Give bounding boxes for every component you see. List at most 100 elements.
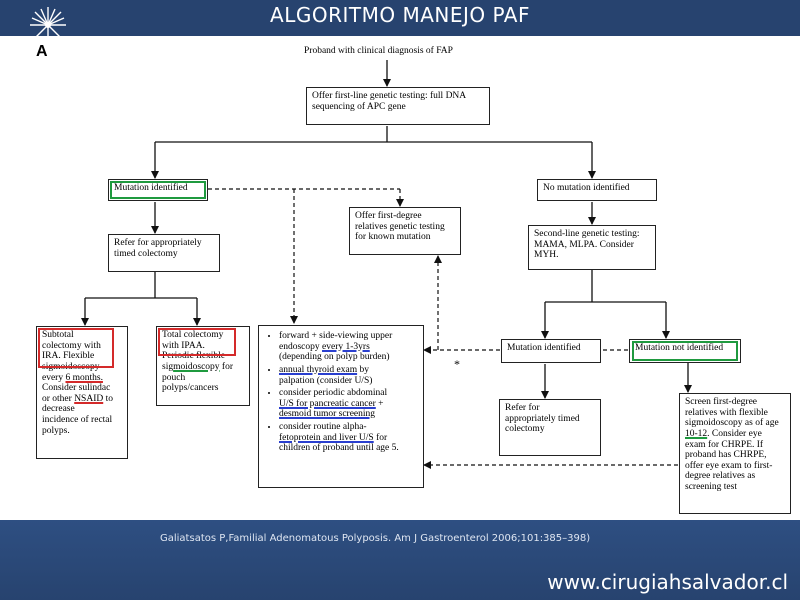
first-line-testing-box: Offer first-line genetic testing: full D… [306, 87, 490, 125]
refer-colectomy-text-1: Refer for appropriately [114, 238, 202, 248]
total-text-5: pouch [162, 372, 186, 383]
mutation-identified-2-box: Mutation identified [501, 339, 601, 363]
red-highlight-subtotal [38, 328, 114, 368]
offer-relatives-text-3: for known mutation [355, 232, 431, 243]
subtotal-text-1: Subtotal [42, 330, 74, 340]
subtotal-text-2: colectomy with [42, 340, 101, 351]
proband-label: Proband with clinical diagnosis of FAP [304, 46, 453, 56]
screening-line-1-2: endoscopy every 1-3yrs [279, 342, 417, 353]
total-text-4c: for [219, 361, 233, 372]
screening-text-3-4: desmoid tumor screening [279, 409, 376, 420]
screen-rel-line-4: 10-12. Consider eye [685, 429, 785, 440]
screening-text-4-2: fetoprotein and liver U/S [279, 432, 374, 443]
total-text-4b: moidoscopy [173, 361, 220, 372]
subtotal-line-5: every 6 months. [42, 373, 122, 384]
screening-text-4-1: consider routine alpha- [279, 422, 367, 432]
total-text-4a: sig [162, 361, 174, 372]
first-line-text-1: Offer first-line genetic testing: full D… [312, 91, 467, 101]
screening-text-3-1: consider periodic abdominal [279, 388, 388, 399]
offer-relatives-text-1: Offer first-degree [355, 211, 422, 221]
screen-rel-text-6: proband has CHRPE, [685, 450, 767, 461]
total-text-1: Total colectomy [162, 330, 224, 340]
refer2-text-3: colectomy [505, 424, 545, 435]
asterisk-text: * [454, 357, 460, 371]
screening-line-4-2: fetoprotein and liver U/S for [279, 433, 417, 444]
second-line-text-3: MYH. [534, 250, 559, 261]
screening-text-2-1: annual thyroid exam [279, 364, 358, 375]
mutation-not-identified-text: Mutation not identified [635, 343, 724, 353]
screen-rel-text-4a: 10-12 [685, 428, 708, 439]
screening-text-1-2a: endoscopy [279, 341, 323, 352]
screen-rel-text-2: relatives with flexible [685, 407, 768, 418]
slide-footer [0, 520, 800, 600]
screen-rel-text-4b: . Consider eye [707, 428, 762, 439]
upper-gi-screening-box: forward + side-viewing upper endoscopy e… [258, 325, 424, 488]
slide-header [0, 0, 800, 36]
screening-text-3-3: + [375, 398, 384, 409]
screening-text-2-3: palpation (consider U/S) [279, 375, 373, 386]
red-highlight-total [158, 328, 236, 356]
second-line-testing-box: Second-line genetic testing: MAMA, MLPA.… [528, 225, 656, 270]
offer-relatives-testing-box: Offer first-degree relatives genetic tes… [349, 207, 461, 255]
subtotal-text-7c: to [103, 393, 113, 404]
no-mutation-box: No mutation identified [537, 179, 657, 201]
refer2-text-1: Refer for [505, 403, 540, 413]
refer-colectomy-box: Refer for appropriately timed colectomy [108, 234, 220, 272]
screening-item-afp: consider routine alpha- fetoprotein and … [279, 422, 417, 454]
first-line-text-2: sequencing of APC gene [312, 101, 406, 112]
screen-rel-text-1: Screen first-degree [685, 397, 758, 407]
screen-rel-text-9: screening test [685, 482, 737, 492]
subtotal-text-3: IRA. Flexible [42, 351, 95, 362]
screen-rel-text-8: degree relatives as [685, 471, 756, 482]
screening-line-2-1: annual thyroid exam by [279, 365, 417, 376]
green-highlight-mutation-identified [110, 181, 206, 199]
total-text-2: with IPAA. [162, 340, 205, 351]
subtotal-text-5a: every [42, 372, 66, 383]
screening-text-2-2: by [357, 364, 369, 375]
proband-text: Proband with clinical diagnosis of FAP [304, 46, 453, 56]
refer-colectomy-2-box: Refer for appropriately timed colectomy [499, 399, 601, 456]
screening-list: forward + side-viewing upper endoscopy e… [265, 331, 417, 454]
screening-text-4-3: for [373, 432, 388, 443]
green-highlight-mutation-not-identified [632, 341, 738, 361]
subtotal-line-7: or other NSAID to [42, 394, 122, 405]
subtotal-text-7a: or other [42, 393, 75, 404]
total-text-6: polyps/cancers [162, 383, 219, 394]
refer-colectomy-text-2: timed colectomy [114, 248, 178, 259]
subtotal-text-8: decrease [42, 404, 75, 415]
screening-text-1-2b: every 1-3yrs [322, 341, 370, 352]
flow-connectors [81, 60, 692, 469]
screening-item-abdominal: consider periodic abdominal U/S for panc… [279, 388, 417, 420]
screening-item-thyroid: annual thyroid exam by palpation (consid… [279, 365, 417, 386]
subtotal-text-7b: NSAID [74, 393, 104, 404]
second-line-text-1: Second-line genetic testing: [534, 229, 640, 239]
mutation-identified-2-text: Mutation identified [507, 343, 581, 353]
subtotal-text-5b: 6 months. [65, 372, 103, 383]
panel-label: A [36, 43, 48, 60]
asterisk-note: * [454, 357, 460, 372]
sunburst-logo-icon [30, 7, 66, 43]
website-url: www.cirugiahsalvador.cl [547, 570, 788, 594]
offer-relatives-text-2: relatives genetic testing [355, 221, 445, 232]
total-line-4: sigmoidoscopy for [162, 362, 244, 373]
screen-rel-text-5: exam for CHRPE. If [685, 439, 764, 450]
subtotal-text-6: Consider sulindac [42, 383, 111, 394]
no-mutation-text: No mutation identified [543, 183, 630, 193]
screen-relatives-box: Screen first-degree relatives with flexi… [679, 393, 791, 514]
screening-text-1-1: forward + side-viewing upper [279, 331, 393, 341]
refer2-text-2: appropriately timed [505, 413, 580, 424]
screening-text-4-4: children of proband until age 5. [279, 443, 399, 454]
slide-title: ALGORITMO MANEJO PAF [270, 3, 530, 27]
mutation-identified-box: Mutation identified [108, 179, 208, 201]
screen-rel-text-3: sigmoidoscopy as of age [685, 418, 779, 429]
screening-text-3-2: U/S for pancreatic cancer [279, 398, 376, 409]
screening-item-endoscopy: forward + side-viewing upper endoscopy e… [279, 331, 417, 363]
screen-rel-text-7: offer eye exam to first- [685, 460, 773, 471]
subtotal-text-9: incidence of rectal [42, 415, 113, 425]
mutation-identified-text: Mutation identified [114, 183, 188, 193]
screening-line-3-2: U/S for pancreatic cancer + [279, 399, 417, 410]
subtotal-text-10: polyps. [42, 425, 70, 436]
second-line-text-2: MAMA, MLPA. Consider [534, 239, 634, 250]
screening-text-1-3: (depending on polyp burden) [279, 352, 390, 363]
citation: Galiatsatos P,Familial Adenomatous Polyp… [160, 533, 591, 544]
